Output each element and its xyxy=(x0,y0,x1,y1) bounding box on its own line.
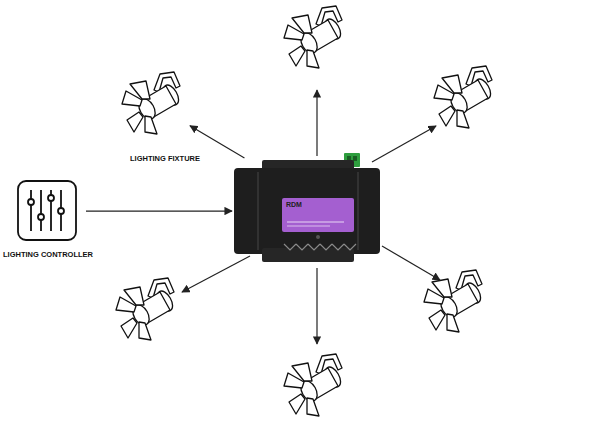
output-arrow xyxy=(182,256,250,292)
splitter-device xyxy=(234,153,380,262)
status-led xyxy=(316,235,320,239)
device-body xyxy=(234,168,380,254)
device-bottom xyxy=(262,248,354,262)
fixture-symbol xyxy=(284,6,344,68)
output-arrow xyxy=(316,268,317,344)
port-notch xyxy=(332,244,344,250)
slider-knob xyxy=(38,214,44,220)
device-ridge xyxy=(357,172,359,250)
slider-knob xyxy=(58,208,64,214)
node-label: LIGHTING CONTROLLER xyxy=(0,250,98,259)
fixture-symbol xyxy=(116,278,176,340)
port-notch xyxy=(320,244,332,250)
slider-knob xyxy=(48,195,54,201)
terminal-screw xyxy=(353,156,357,161)
fixture-symbol xyxy=(284,354,344,416)
purple-label xyxy=(282,198,354,232)
node-label: LIGHTING FIXTURE xyxy=(120,154,210,163)
lighting-controller: LIGHTING CONTROLLER xyxy=(10,178,86,242)
controller-icon xyxy=(18,181,76,240)
label-print xyxy=(287,226,330,227)
port-notch xyxy=(308,244,320,250)
label-print xyxy=(287,222,344,223)
fixture-symbol xyxy=(434,66,494,128)
port-notch xyxy=(296,244,308,250)
fixture-symbol xyxy=(122,72,182,134)
port-notch xyxy=(344,244,356,250)
signal-arrow xyxy=(190,126,244,158)
controller-frame xyxy=(18,181,76,240)
output-arrow xyxy=(372,126,436,162)
port-notch xyxy=(284,244,296,250)
output-arrow xyxy=(382,246,440,280)
slider-track xyxy=(30,190,32,231)
signal-arrow xyxy=(86,210,232,211)
device-ridge xyxy=(257,172,259,250)
output-arrow xyxy=(316,90,317,156)
rdm-splitter: RDM xyxy=(232,158,382,262)
slider-knob xyxy=(28,199,34,205)
device-label: RDM xyxy=(286,201,326,208)
fixture-symbol xyxy=(424,270,484,332)
lighting-fixture: LIGHTING FIXTURE xyxy=(120,70,190,140)
port-row xyxy=(284,244,356,250)
slider-track xyxy=(40,190,42,231)
